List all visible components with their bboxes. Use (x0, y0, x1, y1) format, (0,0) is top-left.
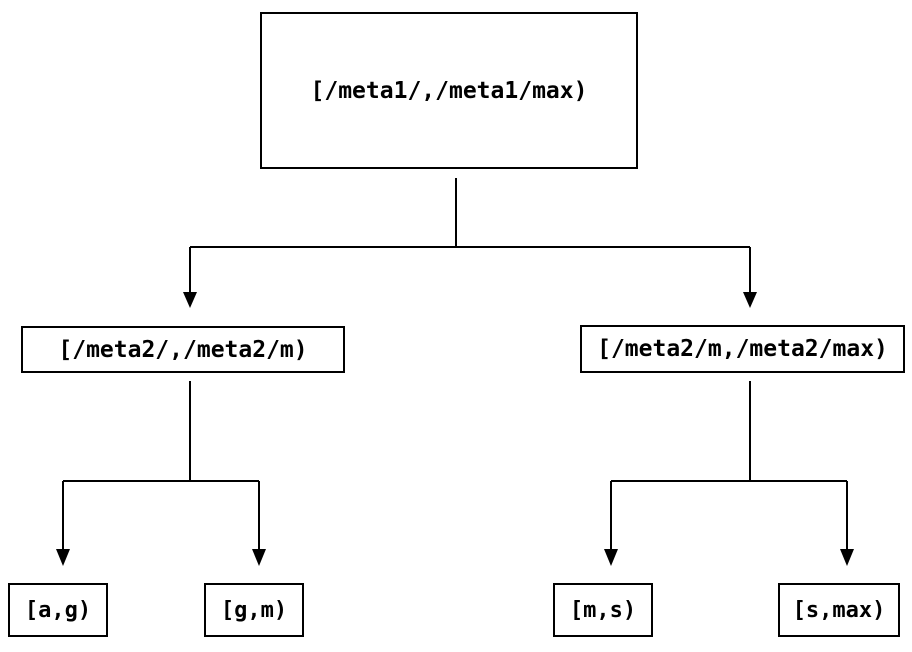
tree-node-right-child: [/meta2/m,/meta2/max) (580, 325, 905, 373)
tree-node-left-child: [/meta2/,/meta2/m) (21, 326, 345, 373)
connector-root-to-children (183, 178, 757, 308)
connector-left-child-to-leaves (56, 381, 266, 566)
arrow-down-icon (604, 549, 618, 566)
tree-leaf-g-m: [g,m) (204, 583, 304, 637)
arrow-down-icon (56, 549, 70, 566)
arrow-down-icon (183, 292, 197, 308)
tree-leaf-a-g: [a,g) (8, 583, 108, 637)
arrow-down-icon (840, 549, 854, 566)
connector-line (62, 381, 260, 549)
arrow-down-icon (743, 292, 757, 308)
connector-right-child-to-leaves (604, 381, 854, 566)
tree-leaf-m-s: [m,s) (553, 583, 653, 637)
tree-leaf-s-max: [s,max) (778, 583, 900, 637)
tree-node-root: [/meta1/,/meta1/max) (260, 12, 638, 169)
arrow-down-icon (252, 549, 266, 566)
connector-line (189, 178, 751, 292)
connector-line (610, 381, 848, 549)
